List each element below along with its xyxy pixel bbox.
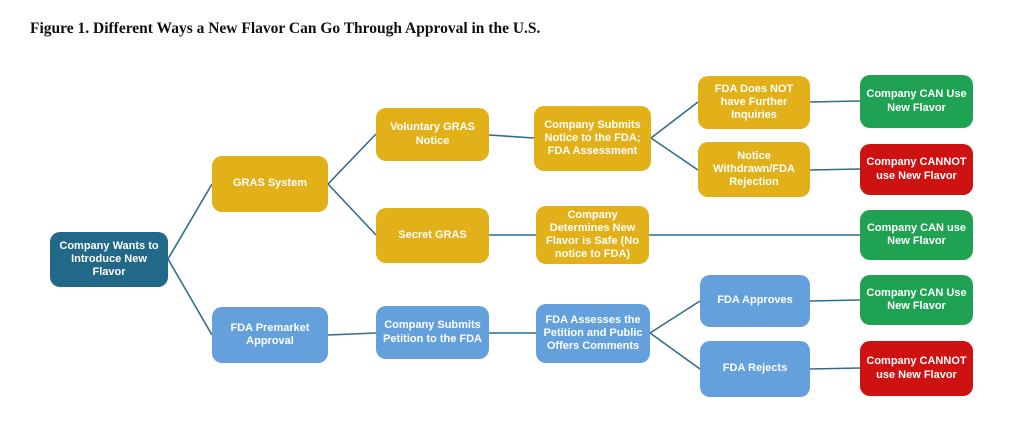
edge-notice-withdrawn — [650, 137, 699, 171]
node-voluntary-gras-notice: Voluntary GRAS Notice — [376, 108, 489, 161]
node-can-use-1: Company CAN Use New Flavor — [860, 75, 973, 128]
node-fda-rejects: FDA Rejects — [700, 341, 810, 397]
node-gras-system: GRAS System — [212, 156, 328, 212]
figure-title: Figure 1. Different Ways a New Flavor Ca… — [30, 20, 541, 37]
edge-rejects-cannot2 — [809, 367, 861, 370]
node-notice-withdrawn: Notice Withdrawn/FDA Rejection — [698, 142, 810, 197]
node-start: Company Wants to Introduce New Flavor — [50, 232, 168, 287]
node-company-submits-petition: Company Submits Petition to the FDA — [376, 306, 489, 359]
node-cannot-use-1: Company CANNOT use New Flavor — [860, 144, 973, 195]
node-can-use-2: Company CAN use New Flavor — [860, 210, 973, 260]
edge-notice-noinquiries — [650, 101, 699, 139]
node-can-use-3: Company CAN Use New Flavor — [860, 275, 973, 325]
edge-start-gras — [167, 183, 213, 260]
node-cannot-use-2: Company CANNOT use New Flavor — [860, 341, 973, 396]
edge-approves-can3 — [809, 299, 861, 302]
node-company-submits-notice: Company Submits Notice to the FDA; FDA A… — [534, 106, 651, 171]
node-fda-approves: FDA Approves — [700, 275, 810, 327]
edge-noinquiries-can1 — [809, 100, 861, 103]
edge-gras-voluntary — [327, 133, 377, 185]
edge-assesses-approves — [649, 300, 701, 334]
edge-voluntary-notice — [488, 134, 535, 139]
node-fda-assesses-petition: FDA Assesses the Petition and Public Off… — [536, 304, 650, 363]
edge-gras-secret — [327, 183, 377, 236]
node-fda-no-further-inquiries: FDA Does NOT have Further Inquiries — [698, 76, 810, 129]
edge-withdrawn-cannot1 — [809, 168, 861, 171]
edge-assesses-rejects — [649, 332, 701, 370]
node-company-determines-safe: Company Determines New Flavor is Safe (N… — [536, 206, 649, 264]
node-fda-premarket-approval: FDA Premarket Approval — [212, 307, 328, 363]
edge-start-premarket — [167, 258, 213, 336]
node-secret-gras: Secret GRAS — [376, 208, 489, 263]
edge-premarket-petition — [327, 332, 377, 336]
